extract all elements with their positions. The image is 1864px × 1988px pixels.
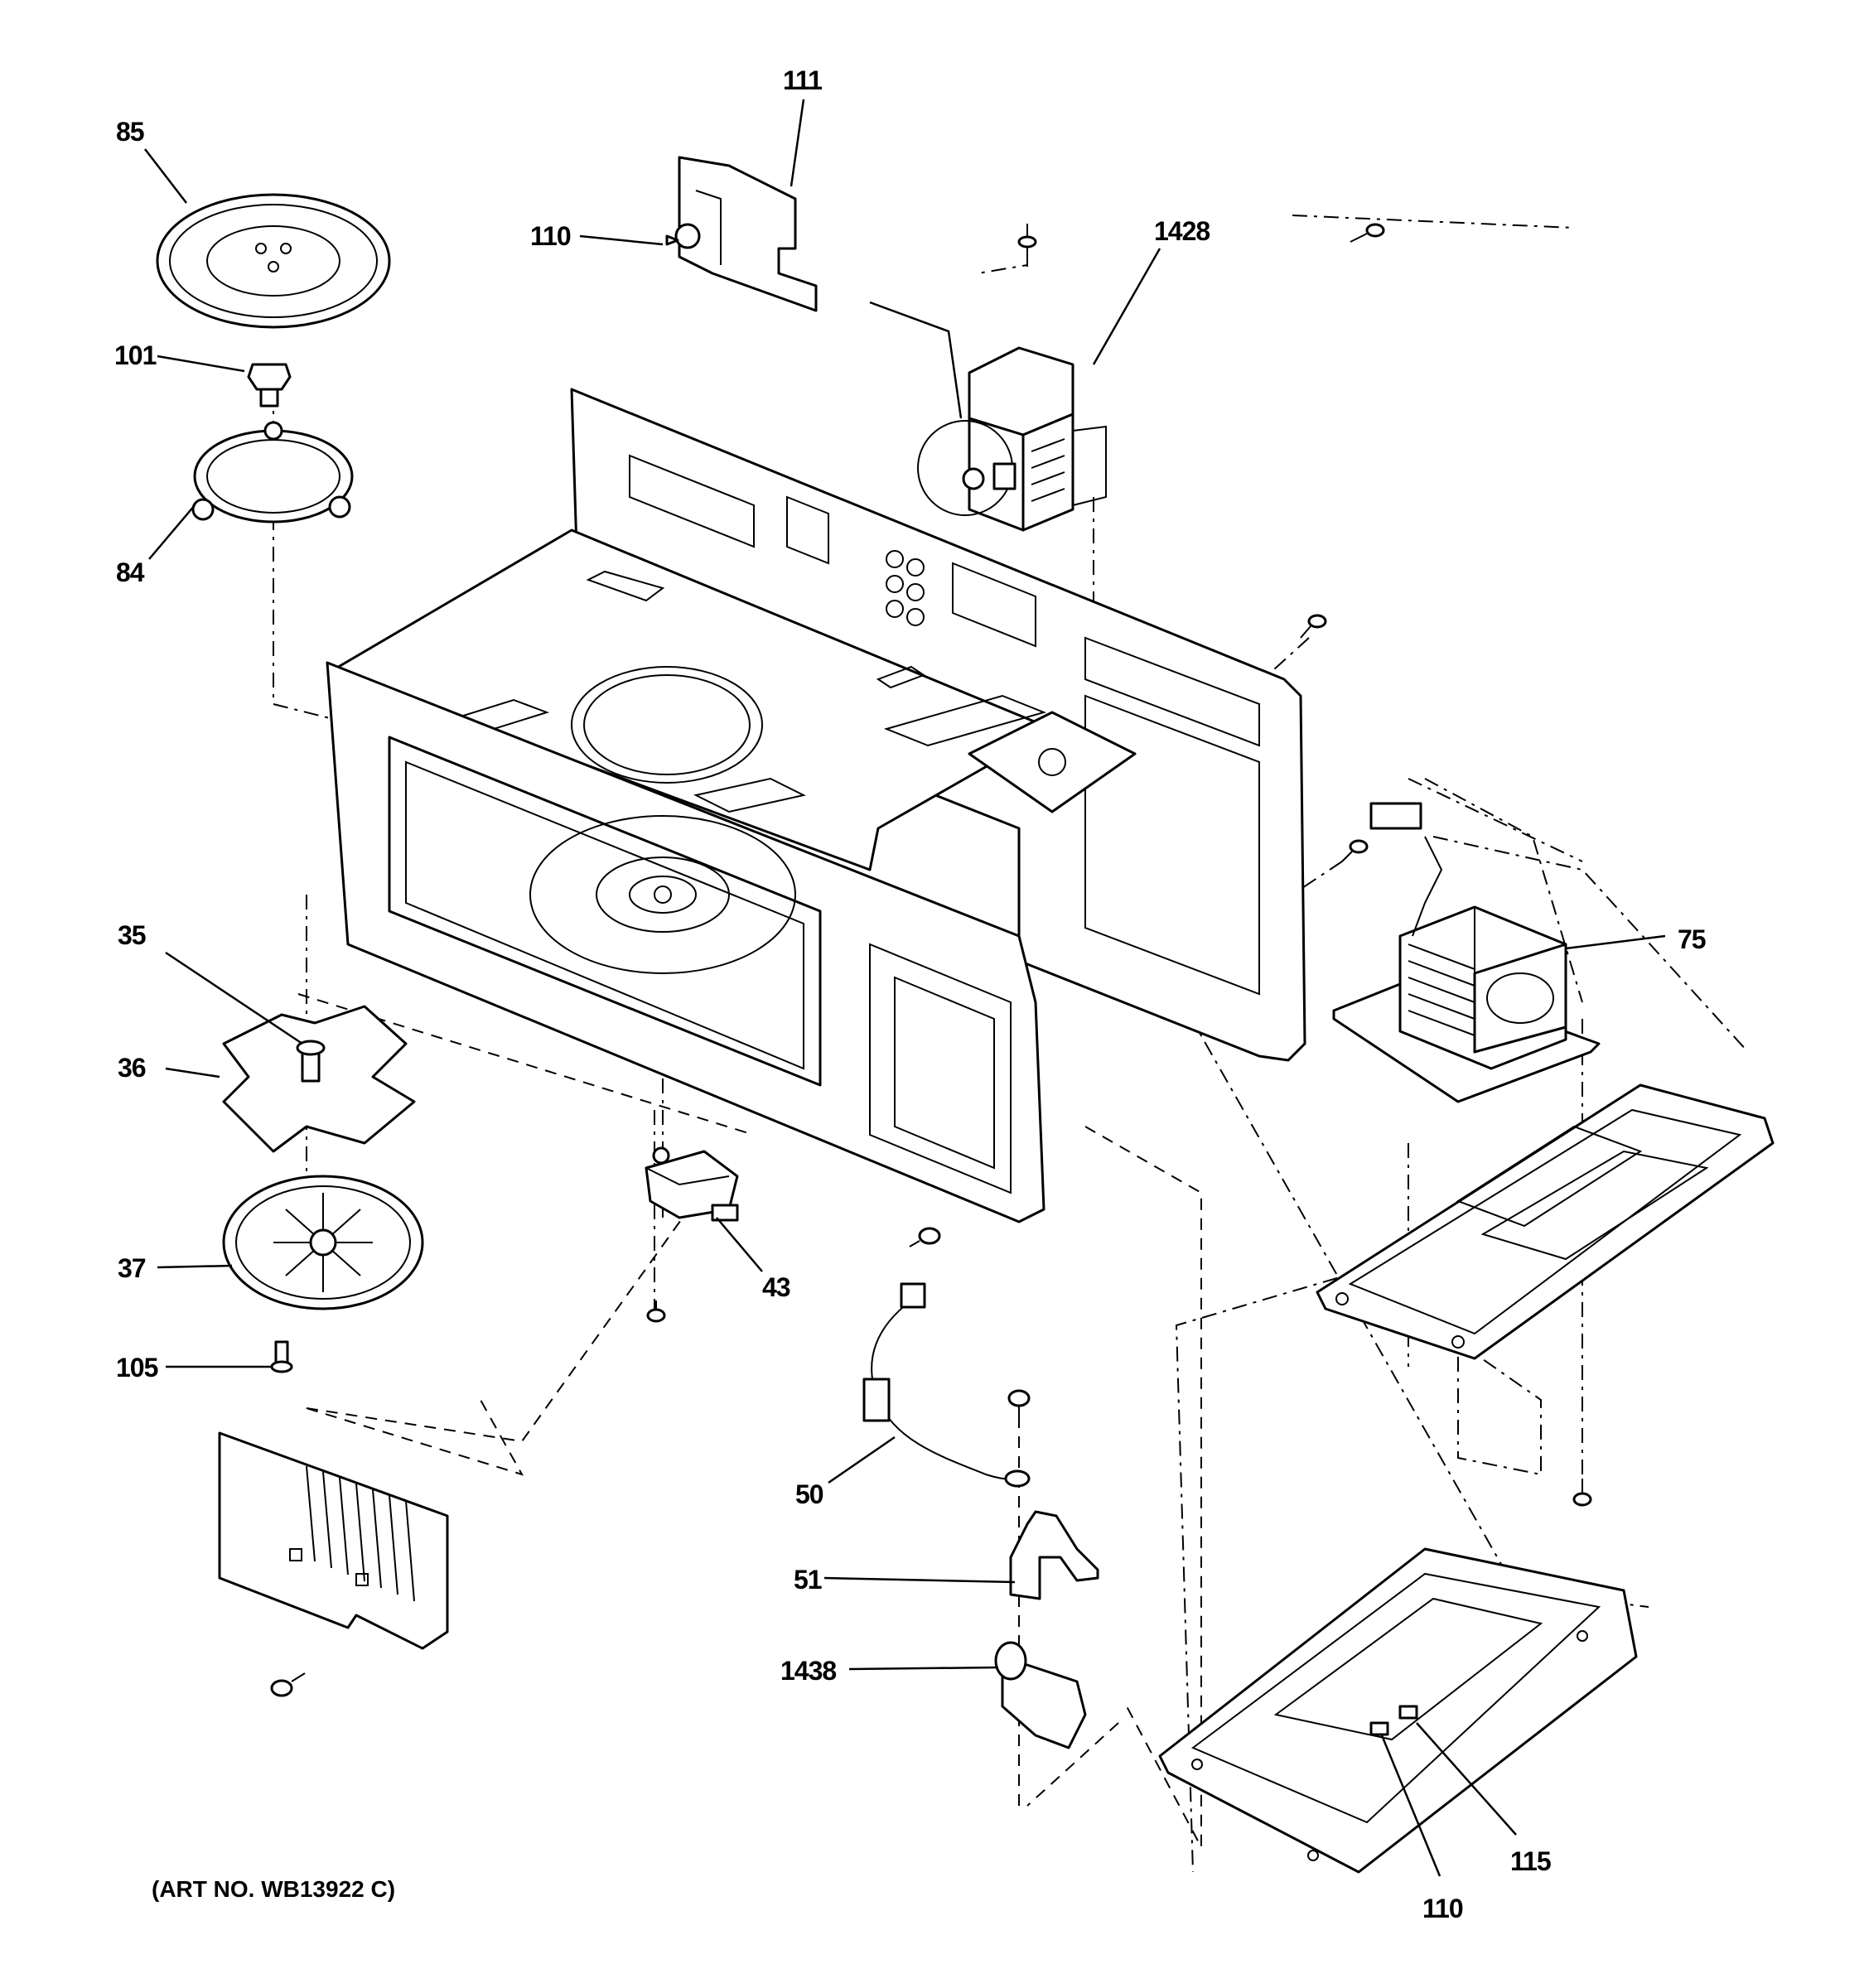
- callout-51: 51: [794, 1565, 822, 1595]
- callout-35: 35: [118, 920, 146, 950]
- callout-84: 84: [116, 557, 145, 587]
- callout-115: 115: [1510, 1846, 1551, 1876]
- turntable-glass-tray: [156, 193, 391, 329]
- stirrer-screw: [270, 1340, 293, 1373]
- lamp-socket: [994, 1641, 1087, 1749]
- wire-harness: [862, 1282, 1031, 1488]
- thermostat-bracket: [665, 156, 818, 312]
- art-number: (ART NO. WB13922 C): [152, 1876, 395, 1902]
- screw-tray-right: [1572, 1479, 1592, 1507]
- callout-37: 37: [118, 1253, 146, 1283]
- screw-magnetron-side: [1350, 223, 1385, 243]
- vent-cover: [218, 1431, 449, 1650]
- turntable-coupler: [247, 363, 292, 408]
- callout-labels: 85 101 84 111 110 1428 75 35 36 37 105 4…: [114, 65, 1707, 1923]
- callout-43: 43: [762, 1272, 790, 1302]
- mounting-bracket: [1009, 1510, 1099, 1600]
- stirrer-cover: [222, 1175, 424, 1310]
- screw-cavity-front: [909, 1227, 941, 1247]
- callout-1428: 1428: [1154, 216, 1210, 246]
- bottom-plate: [1158, 1547, 1638, 1874]
- turntable-motor: [645, 1146, 739, 1222]
- screw-cover-bottom: [270, 1672, 306, 1697]
- callout-50: 50: [795, 1479, 823, 1509]
- leader-lines: [144, 99, 1666, 1877]
- callout-1438: 1438: [780, 1656, 836, 1686]
- callout-85: 85: [116, 117, 144, 147]
- callout-105: 105: [116, 1353, 158, 1382]
- callout-75: 75: [1678, 924, 1706, 954]
- stirrer-blade: [222, 1005, 416, 1153]
- vent-holes: [886, 550, 925, 626]
- magnetron: [917, 346, 1107, 532]
- callout-101: 101: [114, 340, 157, 370]
- screw-magnetron-top: [1017, 235, 1037, 267]
- screw-transformer: [1341, 839, 1369, 862]
- callout-110-top: 110: [530, 221, 571, 251]
- screw-bracket: [1007, 1389, 1031, 1418]
- roller-ring: [191, 421, 354, 524]
- screw-cavity-right: [1300, 614, 1327, 639]
- base-tray: [1316, 1083, 1775, 1360]
- high-voltage-transformer: [1332, 802, 1601, 1103]
- screw-motor: [646, 1300, 666, 1323]
- callout-36: 36: [118, 1053, 146, 1083]
- callout-110-bottom: 110: [1422, 1894, 1463, 1923]
- oven-cavity: [326, 388, 1306, 1223]
- callout-111: 111: [783, 65, 822, 95]
